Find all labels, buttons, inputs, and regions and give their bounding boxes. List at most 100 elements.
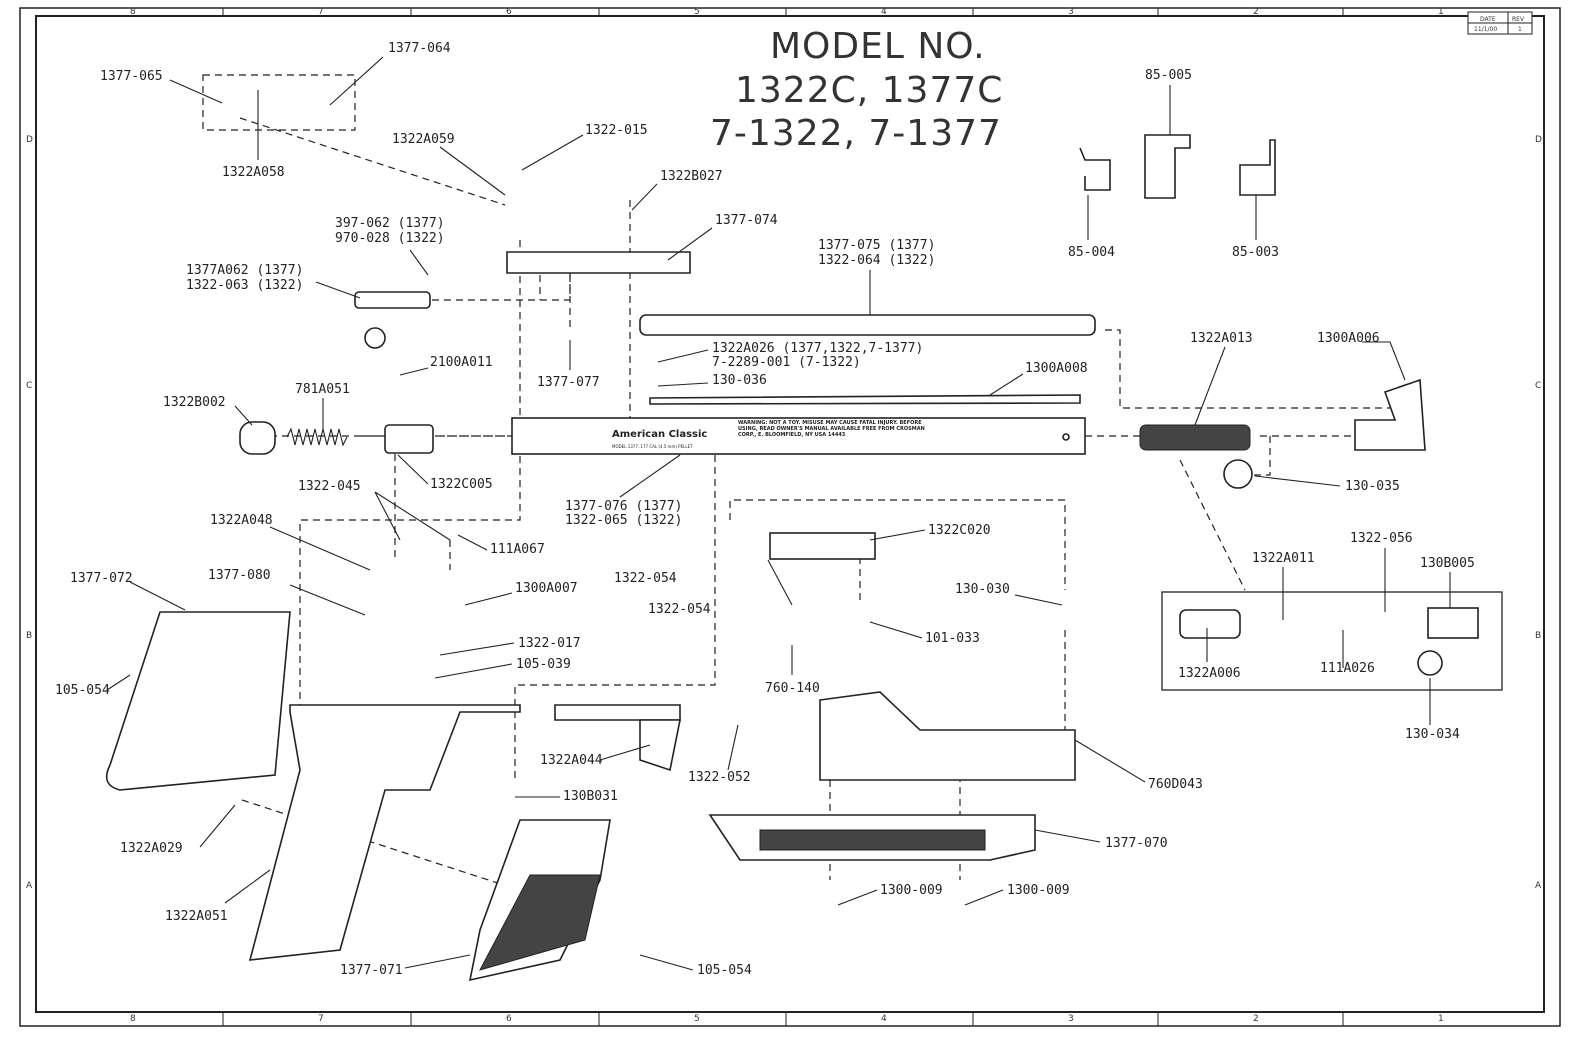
part-label: 1322A011 <box>1252 551 1315 566</box>
title-line-1: MODEL NO. <box>770 26 986 67</box>
rev-header: REV <box>1512 16 1525 23</box>
leader-lines <box>106 56 1451 971</box>
part-label: 1322-054 <box>614 571 677 586</box>
part-label: 1322A029 <box>120 841 183 856</box>
part-label: 1377-072 <box>70 571 133 586</box>
part-label: 130-036 <box>712 373 767 388</box>
part-label: 1377-076 (1377) <box>565 499 682 514</box>
zone-row-B: B <box>26 631 32 641</box>
part-label: 1322-054 <box>648 602 711 617</box>
zone-row-A: A <box>26 881 33 891</box>
zone-column-6: 6 <box>506 1014 512 1024</box>
part-label: 130-034 <box>1405 727 1460 742</box>
part-label: 1322-015 <box>585 123 648 138</box>
zone-column-4: 4 <box>881 1014 887 1024</box>
part-label: 130-035 <box>1345 479 1400 494</box>
part-label: 105-054 <box>55 683 110 698</box>
inner-border <box>35 15 1545 1013</box>
part-label: 1300-009 <box>1007 883 1070 898</box>
assembly-lines <box>202 74 1390 901</box>
zone-column-6: 6 <box>506 7 512 17</box>
part-label: 111A067 <box>490 542 545 557</box>
part-label: 1322-045 <box>298 479 361 494</box>
part-label: 85-003 <box>1232 245 1279 260</box>
date-header: DATE <box>1480 16 1496 23</box>
part-label: 1300A007 <box>515 581 578 596</box>
barrel-model-text: MODEL 1377 .177 CAL (4.5 mm) PELLET <box>612 444 693 449</box>
part-label: 1322C005 <box>430 477 493 492</box>
zone-column-7: 7 <box>318 7 324 17</box>
part-label: 1322A058 <box>222 165 285 180</box>
part-label: 1377-077 <box>537 375 600 390</box>
part-label: 1322-065 (1322) <box>565 513 682 528</box>
part-label: 1377-070 <box>1105 836 1168 851</box>
title-line-2: 1322C, 1377C <box>735 70 1003 111</box>
zone-row-D: D <box>26 135 33 145</box>
part-label: 130-030 <box>955 582 1010 597</box>
part-label: 1322A044 <box>540 753 603 768</box>
part-label: 1322B027 <box>660 169 723 184</box>
part-label: 1300-009 <box>880 883 943 898</box>
part-label: 1322-056 <box>1350 531 1413 546</box>
part-label: 85-005 <box>1145 68 1192 83</box>
zone-column-2: 2 <box>1253 7 1259 17</box>
part-label: 1322A059 <box>392 132 455 147</box>
barrel-warning-text: WARNING: NOT A TOY. MISUSE MAY CAUSE FAT… <box>738 420 925 438</box>
part-label: 105-054 <box>697 963 752 978</box>
date-value: 11/1/00 <box>1474 26 1497 33</box>
part-label: 101-033 <box>925 631 980 646</box>
zone-row-C: C <box>26 381 32 391</box>
zone-column-5: 5 <box>694 7 700 17</box>
part-label: 1322C020 <box>928 523 991 538</box>
part-label: 1322A051 <box>165 909 228 924</box>
part-label: 1377A062 (1377) <box>186 263 303 278</box>
part-label: 1377-071 <box>340 963 403 978</box>
part-label: 1322-063 (1322) <box>186 278 303 293</box>
zone-column-3: 3 <box>1068 7 1074 17</box>
part-label: 1322A006 <box>1178 666 1241 681</box>
part-label: 1377-075 (1377) <box>818 238 935 253</box>
part-label: 1300A006 <box>1317 331 1380 346</box>
part-label: 130B031 <box>563 789 618 804</box>
part-label: 1322-064 (1322) <box>818 253 935 268</box>
part-label: 970-028 (1322) <box>335 231 445 246</box>
zone-column-3: 3 <box>1068 1014 1074 1024</box>
part-label: 1322-017 <box>518 636 581 651</box>
zone-row-B: B <box>1535 631 1541 641</box>
outer-border <box>19 7 1561 1027</box>
zone-column-4: 4 <box>881 7 887 17</box>
zone-column-8: 8 <box>130 7 136 17</box>
zone-row-C: C <box>1535 381 1541 391</box>
rev-value: 1 <box>1518 26 1522 33</box>
revision-block: DATE REV 11/1/00 1 <box>1467 11 1533 35</box>
part-label: 397-062 (1377) <box>335 216 445 231</box>
part-label: 1300A008 <box>1025 361 1088 376</box>
title-line-3: 7-1322, 7-1377 <box>710 113 1002 154</box>
part-label: 111A026 <box>1320 661 1375 676</box>
part-label: 1377-065 <box>100 69 163 84</box>
zone-row-A: A <box>1535 881 1542 891</box>
part-label: 1377-064 <box>388 41 451 56</box>
parts: American Classic MODEL 1377 .177 CAL (4.… <box>105 134 1479 982</box>
part-label: 85-004 <box>1068 245 1115 260</box>
barrel-receiver-1377-076 <box>511 417 1086 455</box>
part-label: 760D043 <box>1148 777 1203 792</box>
zone-column-7: 7 <box>318 1014 324 1024</box>
part-label: 105-039 <box>516 657 571 672</box>
zone-column-8: 8 <box>130 1014 136 1024</box>
part-label: 1377-074 <box>715 213 778 228</box>
firing-assembly-box <box>1161 591 1503 691</box>
part-label: 1322A048 <box>210 513 273 528</box>
part-label: 1322-052 <box>688 770 751 785</box>
zone-column-5: 5 <box>694 1014 700 1024</box>
part-number-labels: 1377-064 1377-065 1322A058 1322A059 1322-015… <box>55 41 1475 978</box>
part-label: 760-140 <box>765 681 820 696</box>
part-label: 130B005 <box>1420 556 1475 571</box>
part-label: 7-2289-001 (7-1322) <box>712 355 861 370</box>
barrel-brand-text: American Classic <box>612 429 707 440</box>
part-label: 1322A026 (1377,1322,7-1377) <box>712 341 923 356</box>
part-label: 1322A013 <box>1190 331 1253 346</box>
part-label: 1322B002 <box>163 395 226 410</box>
part-label: 1377-080 <box>208 568 271 583</box>
